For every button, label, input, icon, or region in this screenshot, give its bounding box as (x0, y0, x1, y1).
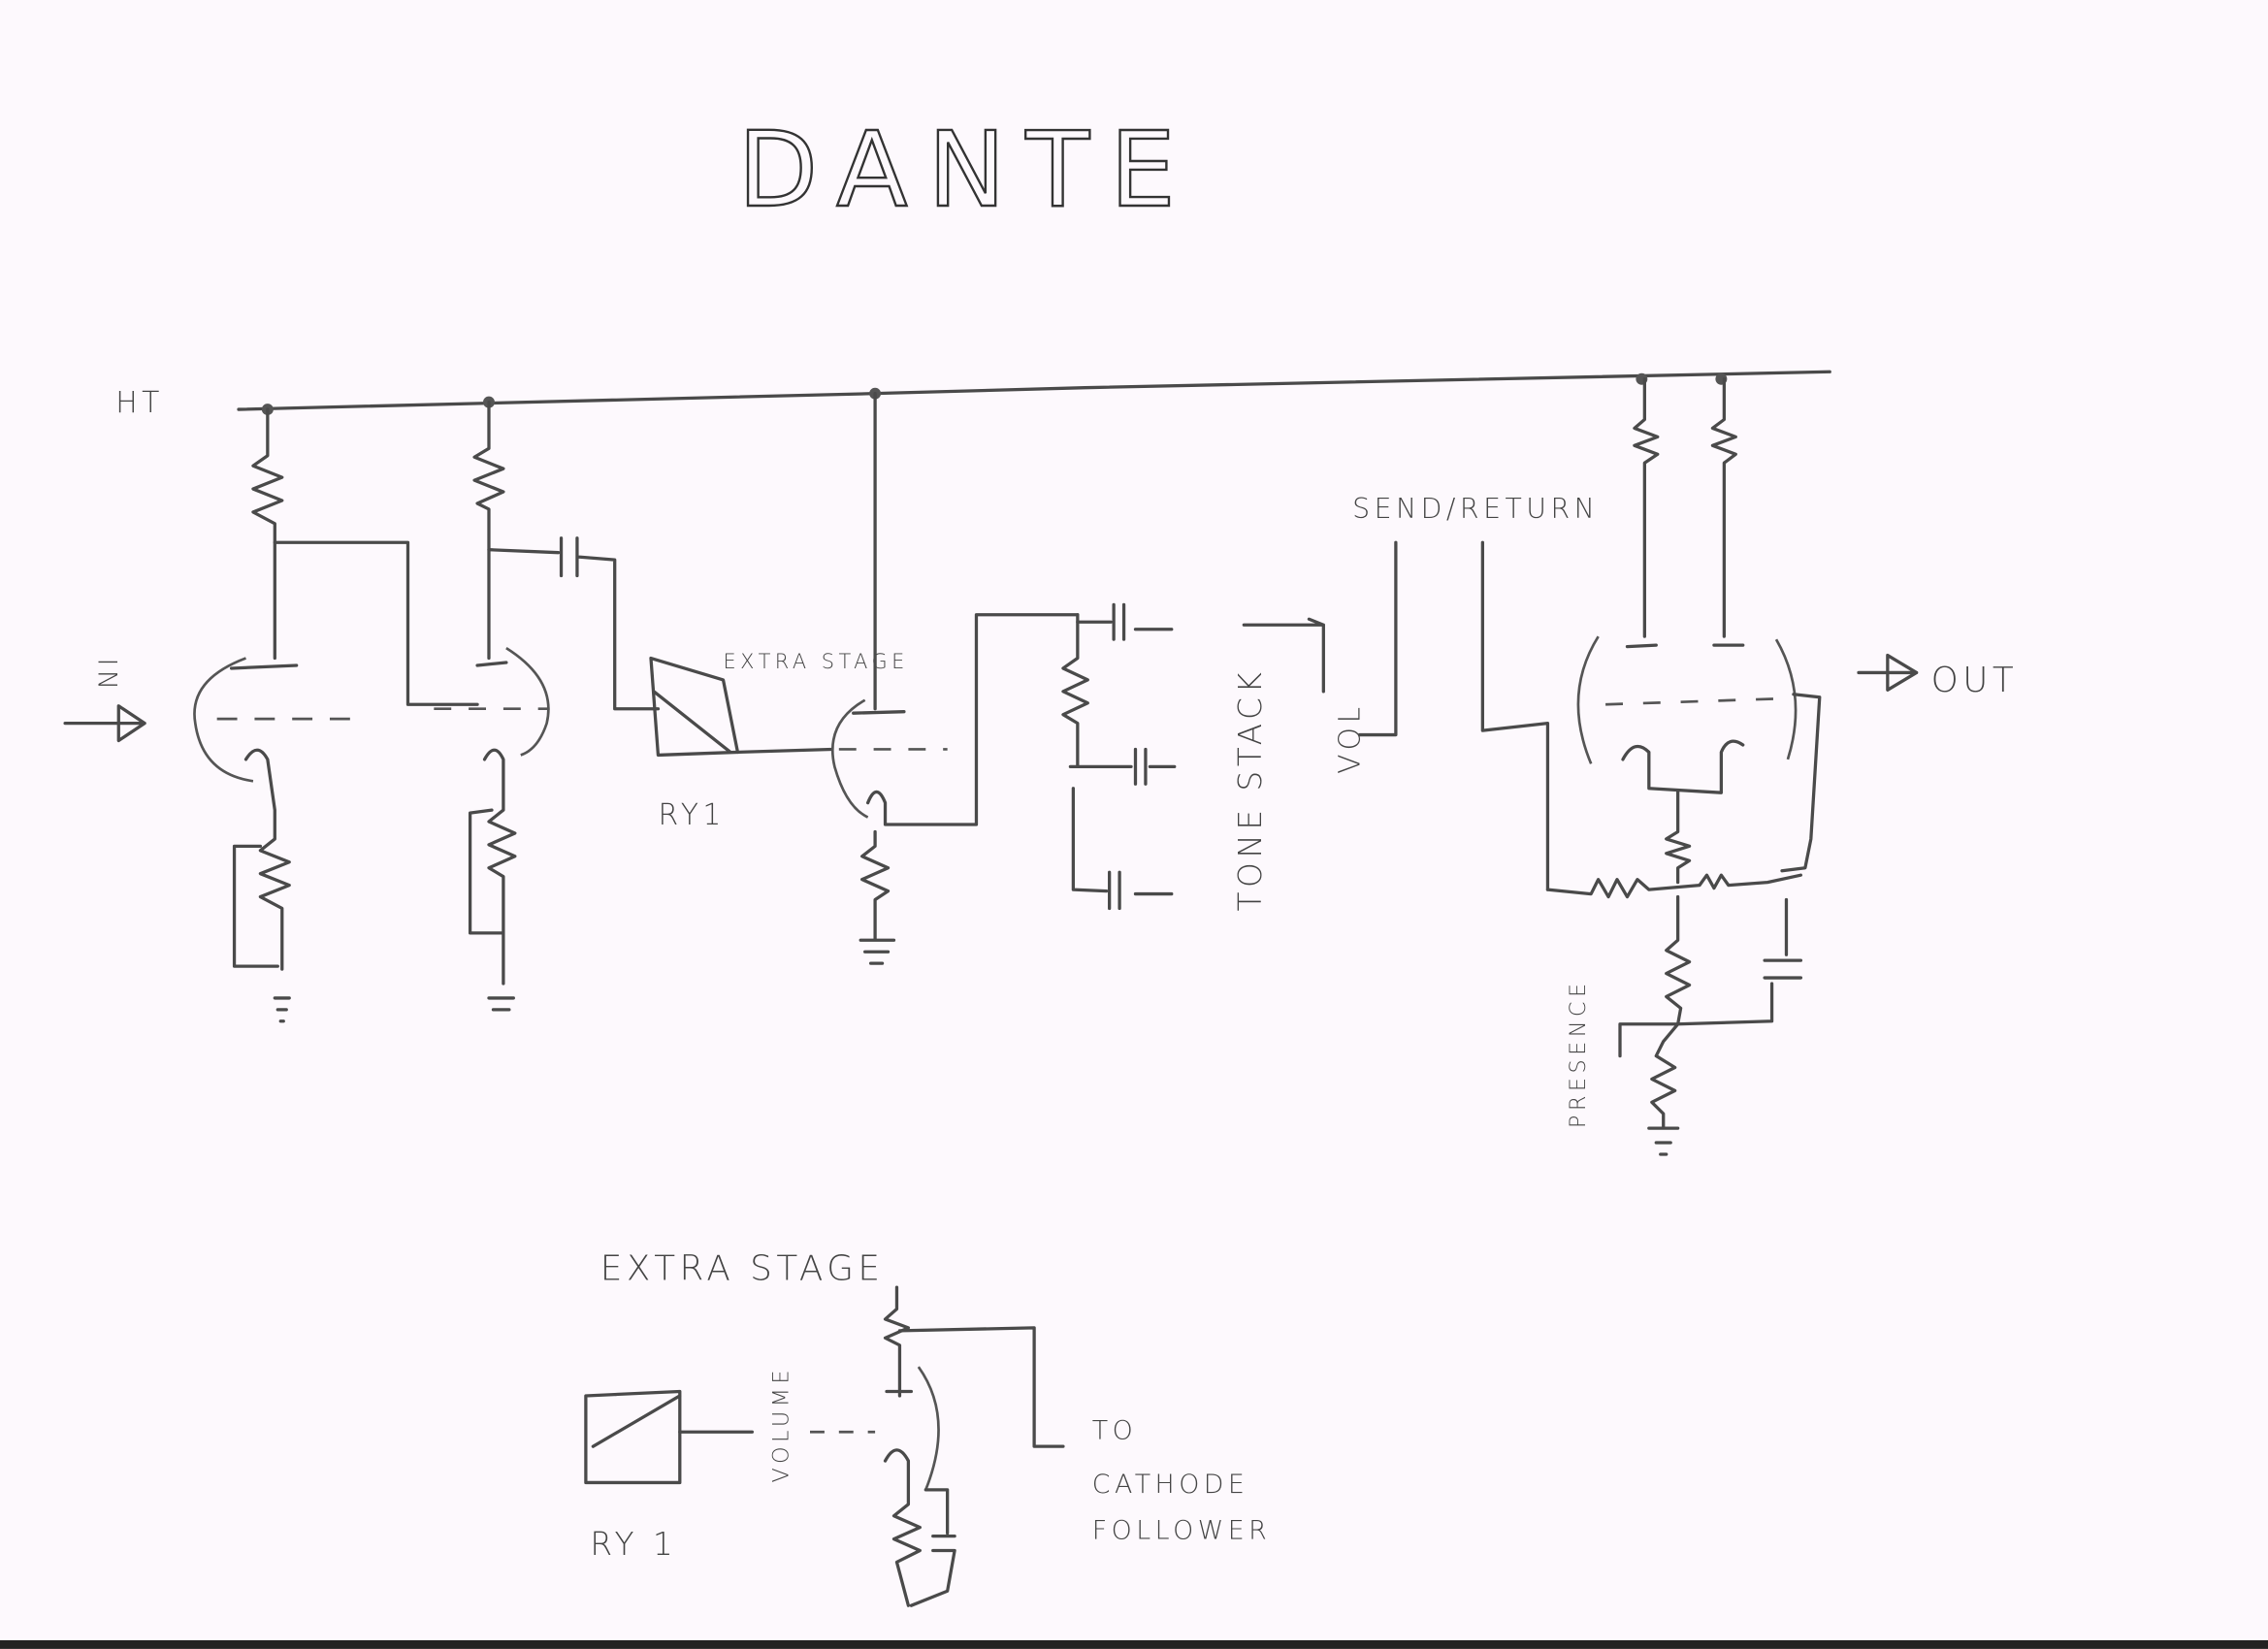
volume-label: VOLUME (769, 1366, 794, 1482)
vol-label: VOL (1334, 702, 1368, 773)
ht-rail (237, 370, 1831, 416)
extra-stage-detail (584, 1285, 1065, 1607)
out-label: OUT (1931, 661, 2019, 700)
input-label: IN (91, 659, 121, 695)
ry1-detail-label: RY 1 (590, 1526, 677, 1563)
scan-edge (0, 1639, 2268, 1649)
extra-stage-note-label: EXTRA STAGE (724, 650, 909, 673)
ry1-label: RY1 (658, 798, 725, 832)
ry1-relay-box (649, 656, 834, 758)
stage-2-preamp (434, 400, 661, 1012)
extra-stage-heading: EXTRA STAGE (600, 1249, 885, 1289)
presence-label: PRESENCE (1566, 979, 1591, 1128)
stage-3-preamp (830, 392, 1080, 965)
ht-label: HT (115, 386, 164, 420)
follower-label: FOLLOWER (1092, 1516, 1272, 1546)
cathode-label: CATHODE (1092, 1470, 1249, 1500)
stage-1-preamp (63, 407, 479, 1023)
schematic-title: DANTE (737, 110, 1195, 231)
tone-stack-label: TONE STACK (1232, 668, 1269, 912)
send-return-label: SEND/RETURN (1352, 493, 1599, 525)
to-label: TO (1092, 1416, 1137, 1446)
power-stage (1545, 377, 1919, 1156)
tone-stack-network (1061, 540, 1550, 911)
